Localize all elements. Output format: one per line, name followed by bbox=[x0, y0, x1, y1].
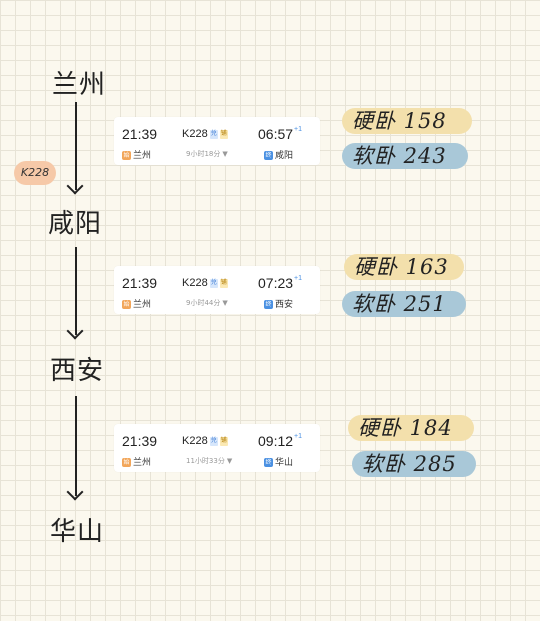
arrival-tag-icon: 终 bbox=[264, 458, 273, 467]
duration[interactable]: 11小时33分▼ bbox=[186, 456, 232, 466]
duration[interactable]: 9小时18分▼ bbox=[186, 149, 228, 159]
exchange-tag: 兑 bbox=[209, 130, 218, 139]
departure-station-name: 兰州 bbox=[133, 300, 152, 310]
arrow-down-icon bbox=[66, 177, 84, 195]
duration-text: 11小时33分 bbox=[186, 457, 225, 465]
departure-tag-icon: 始 bbox=[122, 458, 131, 467]
departure-time: 21:39 bbox=[122, 433, 158, 449]
train-number-text: K228 bbox=[182, 128, 208, 140]
soft-sleeper-price-3: 软卧 285 bbox=[352, 451, 476, 477]
arrival-tag-icon: 终 bbox=[264, 300, 273, 309]
next-day-marker: +1 bbox=[294, 433, 303, 440]
arrival-station: 终华山 bbox=[264, 455, 293, 468]
hard-sleeper-price-1: 硬卧 158 bbox=[342, 108, 472, 134]
route-arrow-1 bbox=[66, 102, 86, 195]
train-number-text: K228 bbox=[182, 435, 208, 447]
hard-sleeper-price-2: 硬卧 163 bbox=[344, 254, 464, 280]
arrival-station: 终西安 bbox=[264, 297, 293, 310]
departure-time: 21:39 bbox=[122, 275, 158, 291]
station-huashan: 华山 bbox=[50, 517, 105, 547]
train-number-text: K228 bbox=[182, 277, 208, 289]
exchange-tag: 兑 bbox=[209, 437, 218, 446]
arrival-station-name: 华山 bbox=[275, 458, 294, 468]
duration-text: 9小时18分 bbox=[186, 150, 221, 158]
route-arrow-2 bbox=[66, 247, 86, 340]
departure-station: 始兰州 bbox=[122, 455, 151, 468]
departure-tag-icon: 始 bbox=[122, 151, 131, 160]
arrival-time: 06:57+1 bbox=[258, 126, 302, 142]
chevron-down-icon: ▼ bbox=[222, 150, 228, 158]
hard-sleeper-price-3: 硬卧 184 bbox=[348, 415, 474, 441]
exchange-tag: 兑 bbox=[209, 279, 218, 288]
arrival-time-text: 06:57 bbox=[258, 126, 294, 142]
berth-tag: 铺 bbox=[219, 437, 228, 446]
soft-sleeper-price-2: 软卧 251 bbox=[342, 291, 466, 317]
departure-time: 21:39 bbox=[122, 126, 158, 142]
arrival-time: 07:23+1 bbox=[258, 275, 302, 291]
arrival-station: 终咸阳 bbox=[264, 148, 293, 161]
arrival-time-text: 09:12 bbox=[258, 433, 294, 449]
next-day-marker: +1 bbox=[294, 275, 303, 282]
duration-text: 9小时44分 bbox=[186, 299, 221, 307]
station-lanzhou: 兰州 bbox=[52, 70, 107, 100]
chevron-down-icon: ▼ bbox=[222, 299, 228, 307]
departure-station-name: 兰州 bbox=[133, 151, 152, 161]
departure-station: 始兰州 bbox=[122, 148, 151, 161]
berth-tag: 铺 bbox=[219, 130, 228, 139]
arrival-station-name: 咸阳 bbox=[275, 151, 294, 161]
arrival-station-name: 西安 bbox=[275, 300, 294, 310]
duration[interactable]: 9小时44分▼ bbox=[186, 298, 228, 308]
route-arrow-3 bbox=[66, 396, 86, 501]
station-xian: 西安 bbox=[50, 356, 105, 386]
next-day-marker: +1 bbox=[294, 126, 303, 133]
departure-station-name: 兰州 bbox=[133, 458, 152, 468]
arrival-time: 09:12+1 bbox=[258, 433, 302, 449]
chevron-down-icon: ▼ bbox=[226, 457, 233, 465]
departure-tag-icon: 始 bbox=[122, 300, 131, 309]
arrow-down-icon bbox=[66, 483, 84, 501]
departure-station: 始兰州 bbox=[122, 297, 151, 310]
berth-tag: 铺 bbox=[219, 279, 228, 288]
arrow-down-icon bbox=[66, 322, 84, 340]
station-xianyang: 咸阳 bbox=[48, 209, 103, 239]
train-number-badge: K228 bbox=[14, 161, 56, 185]
arrival-tag-icon: 终 bbox=[264, 151, 273, 160]
soft-sleeper-price-1: 软卧 243 bbox=[342, 143, 468, 169]
arrival-time-text: 07:23 bbox=[258, 275, 294, 291]
